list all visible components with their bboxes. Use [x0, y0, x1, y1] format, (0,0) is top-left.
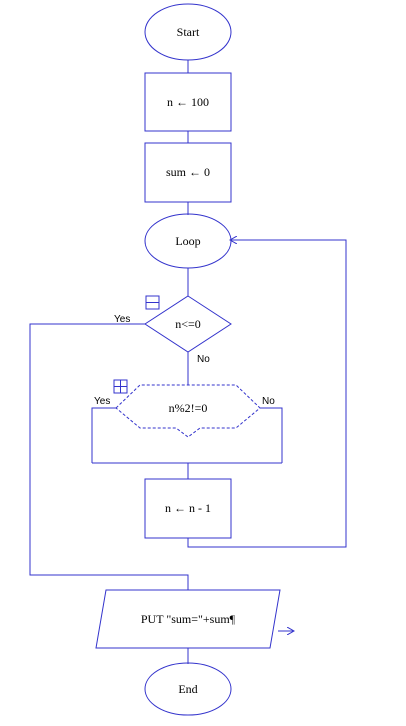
main-yes-label: Yes: [114, 314, 130, 325]
connector-odd-yes: [91, 407, 116, 463]
connector-cond-yes-exit: [29, 323, 189, 590]
odd-no-label: No: [262, 396, 275, 407]
condition-odd-label: n%2!=0: [169, 401, 208, 415]
assign-sum-node[interactable]: [144, 142, 232, 203]
expand-plus-icon[interactable]: [113, 379, 128, 394]
condition-main-label: n<=0: [175, 317, 201, 331]
loop-node[interactable]: [144, 213, 232, 269]
start-label: Start: [177, 25, 200, 39]
loop-label: Loop: [175, 234, 200, 248]
start-node[interactable]: [144, 3, 232, 61]
condition-main-node[interactable]: [144, 295, 232, 353]
end-node[interactable]: [144, 662, 232, 716]
connector-odd-no: [260, 407, 283, 463]
assign-n-node[interactable]: [144, 72, 232, 132]
output-label: PUT "sum="+sum¶: [141, 612, 236, 626]
collapse-minus-icon[interactable]: [145, 295, 160, 310]
end-label: End: [178, 682, 197, 696]
decrement-label: n ← n - 1: [165, 501, 211, 515]
main-no-label: No: [197, 354, 210, 365]
odd-yes-label: Yes: [94, 396, 110, 407]
output-node[interactable]: [95, 589, 281, 649]
decrement-node[interactable]: [144, 478, 232, 539]
connector-loop-back: [187, 240, 347, 548]
assign-n-label: n ← 100: [167, 95, 209, 109]
condition-odd-node[interactable]: [115, 384, 261, 438]
assign-sum-label: sum ← 0: [166, 165, 210, 179]
